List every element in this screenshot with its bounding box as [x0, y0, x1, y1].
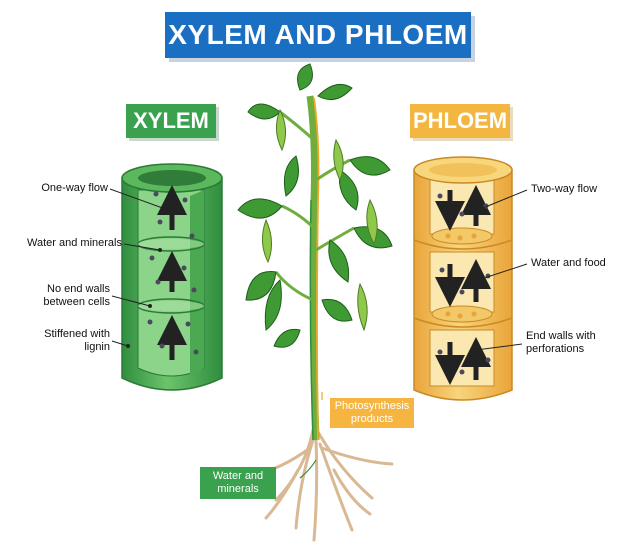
xylem-tube	[121, 163, 223, 391]
xylem-label-water: Water and minerals	[27, 237, 122, 249]
xylem-badge: XYLEM	[126, 104, 216, 138]
phloem-label-food: Water and food	[531, 257, 606, 269]
xylem-label-lignin-line1: Stiffened with	[44, 328, 110, 340]
photosynthesis-line1: Photosynthesis	[334, 400, 410, 412]
phloem-label-walls: End walls with perforations	[526, 330, 622, 356]
xylem-label-lignin-line2: lignin	[84, 341, 110, 353]
xylem-label-walls-line2: between cells	[43, 296, 110, 308]
phloem-tube	[413, 156, 513, 401]
water-box-line2: minerals	[217, 483, 259, 495]
xylem-label-walls-line1: No end walls	[47, 283, 110, 295]
plant-illustration	[237, 63, 394, 542]
photosynthesis-line2: products	[350, 413, 394, 425]
phloem-label-walls-line2: perforations	[526, 343, 585, 355]
phloem-badge: PHLOEM	[410, 104, 510, 138]
xylem-label-lignin: Stiffened with lignin	[14, 328, 110, 354]
water-box-line1: Water and	[212, 470, 264, 482]
water-minerals-box: Water and minerals	[200, 467, 276, 499]
phloem-label-walls-line1: End walls with	[526, 330, 596, 342]
page-title: XYLEM AND PHLOEM	[165, 12, 471, 58]
phloem-label-flow: Two-way flow	[531, 183, 598, 195]
xylem-label-walls: No end walls between cells	[14, 283, 110, 309]
xylem-label-flow: One-way flow	[41, 182, 108, 194]
photosynthesis-products-box: Photosynthesis products	[330, 398, 414, 428]
